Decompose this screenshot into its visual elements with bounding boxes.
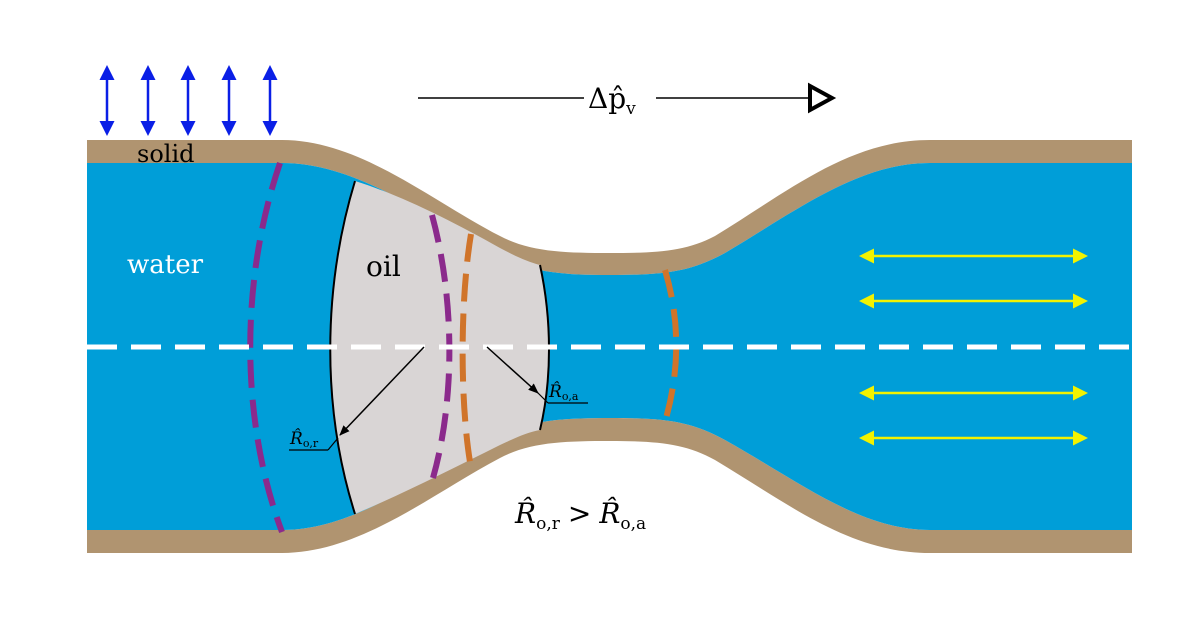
oil-label: oil [366, 250, 401, 283]
vibration-arrows [99, 65, 278, 136]
receding-radius-arrow [339, 346, 425, 436]
receding-radius-label: R̂o,r [289, 429, 319, 450]
radius-inequality: R̂o,r>R̂o,a [514, 497, 646, 534]
pressure-gradient-indicator: Δp̂v [418, 82, 837, 119]
pressure-label: Δp̂v [588, 82, 636, 119]
water-label: water [127, 250, 204, 280]
advancing-meniscus-outline-left [459, 233, 474, 463]
pressure-arrow-head [808, 82, 837, 114]
receding-radius-label-leader [327, 437, 339, 451]
receding-meniscus-outline-left [247, 162, 285, 534]
solid-label: solid [137, 140, 194, 168]
advancing-radius-label-leader [537, 392, 549, 404]
advancing-meniscus-outline-right [662, 269, 680, 423]
oscillation-arrows [859, 248, 1088, 446]
solid-wall-bottom [87, 418, 1132, 553]
solid-wall-top [87, 140, 1132, 275]
advancing-radius-arrow [486, 346, 539, 394]
advancing-radius-label: R̂o,a [548, 382, 579, 403]
